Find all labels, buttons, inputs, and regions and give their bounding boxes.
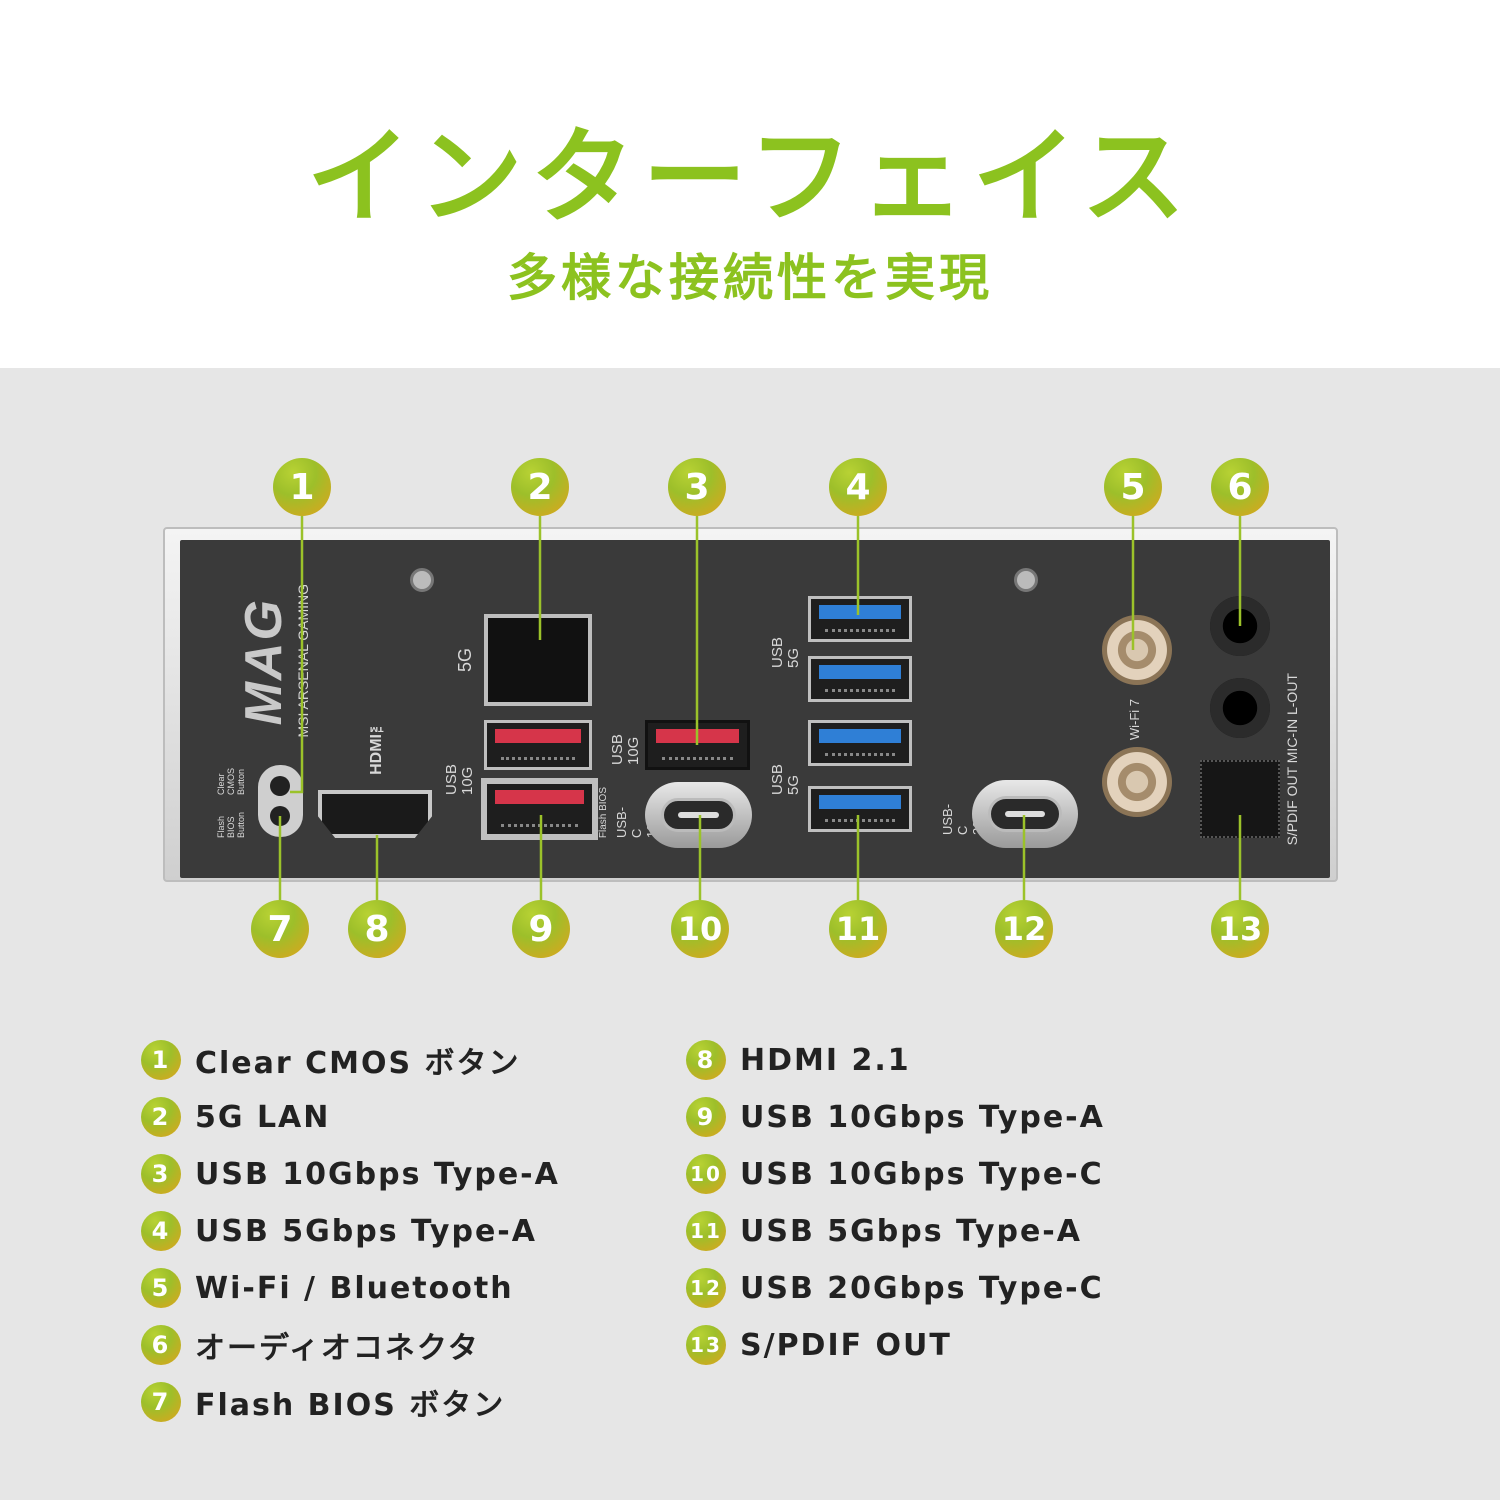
hdmi-port[interactable] (318, 790, 432, 838)
callout-badge-7: 7 (251, 900, 309, 958)
lan-port[interactable] (484, 614, 592, 706)
callout-badge-11: 11 (829, 900, 887, 958)
callout-badge-5: 5 (1104, 458, 1162, 516)
flash-bios-usbc-label: Flash BIOS (598, 786, 609, 838)
legend-item: 12 USB 20Gbps Type-C (686, 1268, 1104, 1308)
usb-c-20g-port[interactable] (972, 780, 1078, 848)
legend-badge: 3 (141, 1154, 181, 1194)
legend-badge: 13 (686, 1325, 726, 1365)
legend-item: 3 USB 10Gbps Type-A (141, 1154, 560, 1194)
usb-5g-port[interactable] (808, 656, 912, 702)
legend-badge: 11 (686, 1211, 726, 1251)
usb10g-label: USB 10G (443, 764, 476, 795)
legend-item: 4 USB 5Gbps Type-A (141, 1211, 537, 1251)
usb5g-label: USB 5G (769, 637, 802, 668)
wifi-antenna-connector[interactable] (1102, 615, 1172, 685)
screw-icon (1014, 568, 1038, 592)
usb10g-label: USB 10G (609, 734, 642, 765)
legend-item: 10 USB 10Gbps Type-C (686, 1154, 1104, 1194)
legend-text: 5G LAN (195, 1099, 331, 1135)
usb5g-label: USB 5G (769, 764, 802, 795)
usb-10g-port[interactable] (484, 720, 592, 770)
usb-5g-port[interactable] (808, 596, 912, 642)
legend-text: Wi-Fi / Bluetooth (195, 1270, 514, 1306)
callout-badge-8: 8 (348, 900, 406, 958)
clear-cmos-label: Clear CMOS Button (216, 768, 246, 795)
audio-label: S/PDIF OUT MIC-IN L-OUT (1284, 672, 1300, 845)
usb-c-10g-port[interactable] (645, 782, 752, 848)
legend-text: USB 10Gbps Type-C (740, 1156, 1104, 1192)
legend-text: HDMI 2.1 (740, 1042, 911, 1078)
brand-label: MSI ARSENAL GAMING (295, 584, 311, 738)
callout-badge-9: 9 (512, 900, 570, 958)
legend-item: 8 HDMI 2.1 (686, 1040, 911, 1080)
page-subtitle: 多様な接続性を実現 (507, 249, 993, 307)
screw-icon (410, 568, 434, 592)
header-area (0, 0, 1500, 368)
legend-item: 9 USB 10Gbps Type-A (686, 1097, 1105, 1137)
hdmi-label: HDMI™ (368, 717, 385, 775)
callout-badge-12: 12 (995, 900, 1053, 958)
legend-text: USB 5Gbps Type-A (195, 1213, 537, 1249)
legend-text: Clear CMOS ボタン (195, 1046, 521, 1081)
legend-badge: 9 (686, 1097, 726, 1137)
callout-badge-10: 10 (671, 900, 729, 958)
callout-badge-4: 4 (829, 458, 887, 516)
usb-5g-port[interactable] (808, 720, 912, 766)
wifi-antenna-connector[interactable] (1102, 747, 1172, 817)
legend-item: 1 Clear CMOS ボタン (141, 1040, 521, 1081)
legend-badge: 4 (141, 1211, 181, 1251)
legend-item: 5 Wi-Fi / Bluetooth (141, 1268, 514, 1308)
legend-item: 13 S/PDIF OUT (686, 1325, 952, 1365)
legend-item: 7 Flash BIOS ボタン (141, 1382, 506, 1423)
legend-item: 2 5G LAN (141, 1097, 330, 1137)
usb-10g-port[interactable] (645, 720, 750, 770)
legend-badge: 5 (141, 1268, 181, 1308)
callout-badge-2: 2 (511, 458, 569, 516)
legend-text: USB 20Gbps Type-C (740, 1270, 1104, 1306)
legend-badge: 2 (141, 1097, 181, 1137)
flash-bios-label: Flash BIOS Button (216, 811, 246, 838)
legend-item: 6 オーディオコネクタ (141, 1325, 480, 1366)
page-title: インターフェイス (306, 116, 1194, 238)
flash-bios-button[interactable] (270, 806, 290, 826)
legend-text: オーディオコネクタ (195, 1331, 480, 1366)
legend-text: USB 5Gbps Type-A (740, 1213, 1082, 1249)
callout-badge-6: 6 (1211, 458, 1269, 516)
legend-badge: 6 (141, 1325, 181, 1365)
legend-badge: 7 (141, 1382, 181, 1422)
legend-text: S/PDIF OUT (740, 1327, 952, 1363)
legend-badge: 12 (686, 1268, 726, 1308)
usb-10g-flash-bios-port[interactable] (481, 778, 598, 840)
callout-badge-13: 13 (1211, 900, 1269, 958)
mag-logo: MAG (235, 597, 293, 725)
legend-item: 11 USB 5Gbps Type-A (686, 1211, 1082, 1251)
legend-text: Flash BIOS ボタン (195, 1388, 506, 1423)
callout-badge-1: 1 (273, 458, 331, 516)
usb-5g-port[interactable] (808, 786, 912, 832)
callout-badge-3: 3 (668, 458, 726, 516)
lan-label: 5G (455, 647, 475, 672)
legend-text: USB 10Gbps Type-A (195, 1156, 560, 1192)
mic-in-jack[interactable] (1210, 678, 1270, 738)
legend-text: USB 10Gbps Type-A (740, 1099, 1105, 1135)
spdif-out-port[interactable] (1200, 760, 1280, 838)
legend-badge: 8 (686, 1040, 726, 1080)
legend-badge: 10 (686, 1154, 726, 1194)
wifi-label: Wi-Fi 7 (1127, 698, 1142, 740)
legend-badge: 1 (141, 1040, 181, 1080)
clear-cmos-button[interactable] (270, 776, 290, 796)
line-out-jack[interactable] (1210, 596, 1270, 656)
